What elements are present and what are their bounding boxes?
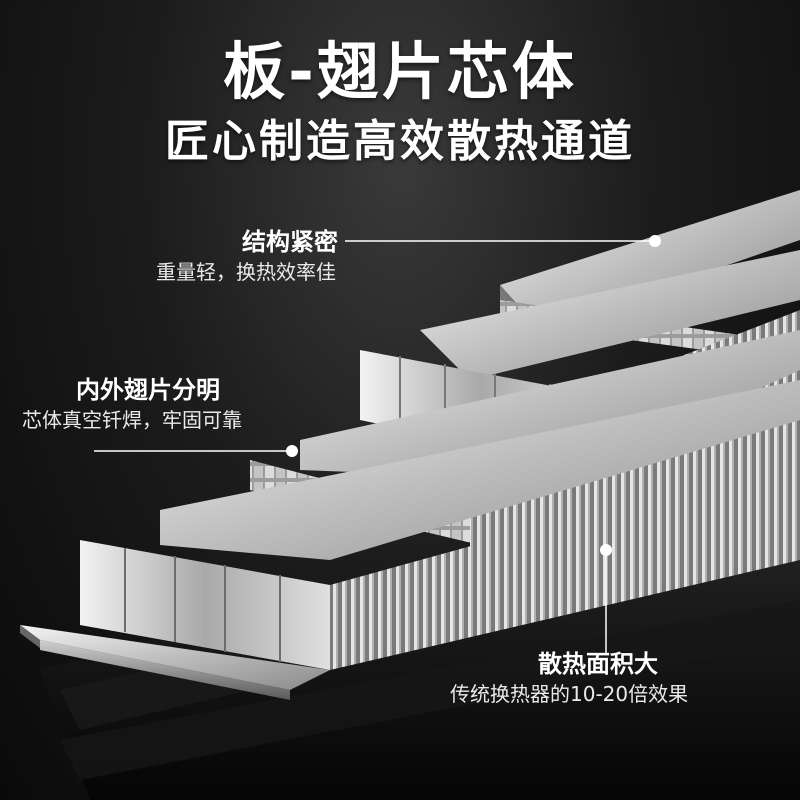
leader-dot-fins xyxy=(286,445,298,457)
callout-large-area: 散热面积大 传统换热器的10-20倍效果 xyxy=(450,648,790,708)
callout-fins-desc: 芯体真空钎焊，牢固可靠 xyxy=(22,408,242,432)
callout-leaders xyxy=(94,235,661,655)
callout-compact-heading: 结构紧密 xyxy=(242,228,338,256)
leader-dot-compact xyxy=(649,235,661,247)
callout-distinct-fins: 内外翅片分明 芯体真空钎焊，牢固可靠 xyxy=(22,374,322,434)
callout-fins-heading: 内外翅片分明 xyxy=(76,376,220,404)
callout-compact-desc: 重量轻，换热效率佳 xyxy=(156,260,336,284)
page-title: 板-翅片芯体 xyxy=(223,35,577,108)
callout-area-desc: 传统换热器的10-20倍效果 xyxy=(450,682,689,706)
callout-compact-structure: 结构紧密 重量轻，换热效率佳 xyxy=(150,226,390,286)
leader-dot-area xyxy=(600,544,612,556)
callout-area-heading: 散热面积大 xyxy=(538,650,658,678)
layer-front xyxy=(20,380,800,700)
page-subtitle: 匠心制造高效散热通道 xyxy=(165,116,635,167)
